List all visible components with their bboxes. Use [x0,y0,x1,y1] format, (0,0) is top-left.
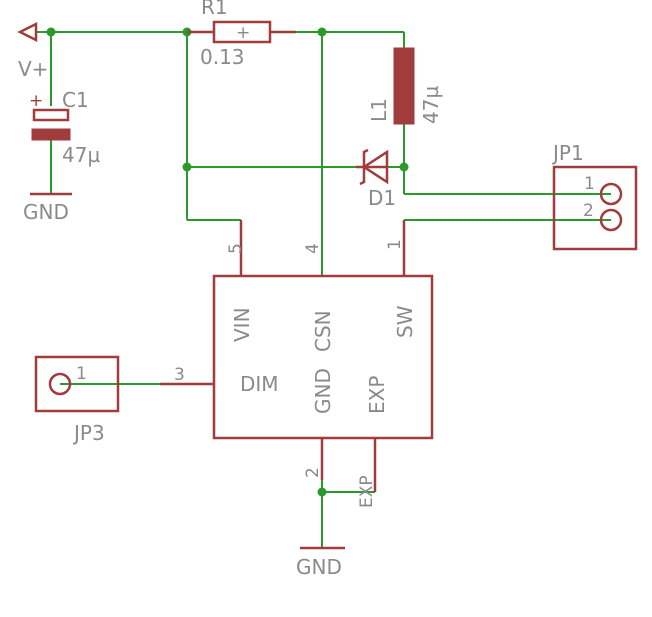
inductor-icon [393,47,415,125]
ground-top: GND [23,192,72,224]
jp3-pin1-pad-icon [48,372,72,396]
ic-pin1-number: 1 [385,239,405,250]
resistor-r1[interactable]: + R1 0.13 [187,0,296,69]
vplus-symbol[interactable]: V+ [17,21,48,81]
l1-name: L1 [367,98,391,122]
c1-polarity: + [29,91,43,111]
capacitor-plate-bottom-icon [31,128,71,141]
ic-exp-label: EXP [365,376,389,414]
ic-driver[interactable]: 5 4 1 3 2 EXP VIN CSN SW DIM GND EXP [160,220,434,508]
r1-value: 0.13 [200,45,245,69]
jp1-outline [552,165,638,251]
junctions [46,27,409,497]
ic-pin5-number: 5 [226,243,246,254]
jp1-name: JP1 [551,141,584,165]
jp1-pin1-number: 1 [584,174,595,194]
ic-dim-label: DIM [240,372,279,396]
diode-triangle-icon [361,149,389,185]
wires [36,31,611,548]
inductor-l1[interactable]: L1 47µ [367,47,443,125]
ic-pin2-number: 2 [303,467,323,478]
ground-bottom: GND [296,546,345,579]
connector-jp1[interactable]: JP1 1 2 [551,141,638,251]
ic-pin4-number: 4 [303,243,323,254]
jp3-outline [34,355,120,413]
connector-jp3[interactable]: 1 JP3 [34,355,120,445]
junction-diode-left [182,162,192,172]
diode-cathode-icon [359,148,369,186]
ic-vin-label: VIN [230,307,254,342]
junction-vplus [46,27,56,37]
c1-name: C1 [62,88,89,112]
l1-value: 47µ [419,86,443,124]
jp3-pin1-number: 1 [76,364,87,384]
junction-diode-right [399,162,409,172]
gnd-bottom-label: GND [296,555,342,579]
jp1-pin1-pad-icon [599,182,623,206]
capacitor-plate-top-icon [32,108,70,122]
d1-name: D1 [368,186,396,210]
gnd-top-label: GND [23,200,69,224]
r1-name: R1 [201,0,228,19]
ic-exp-pin-label: EXP [357,475,377,508]
ic-gnd-label: GND [311,368,335,414]
r1-polarity: + [236,23,250,43]
capacitor-c1[interactable]: + C1 47µ [29,88,100,167]
jp1-pin2-number: 2 [583,201,594,221]
jp1-pin2-pad-icon [599,208,623,232]
jp3-name: JP3 [72,421,105,445]
junction-gnd-exp [317,487,327,497]
supply-arrow-icon [17,21,38,43]
diode-d1[interactable]: D1 [356,148,396,210]
ic-sw-label: SW [393,305,417,338]
vplus-label: V+ [18,57,48,81]
c1-value: 47µ [62,143,100,167]
ic-csn-label: CSN [311,310,335,352]
junction-r1-right [317,27,327,37]
ic-pin3-number: 3 [174,365,185,385]
